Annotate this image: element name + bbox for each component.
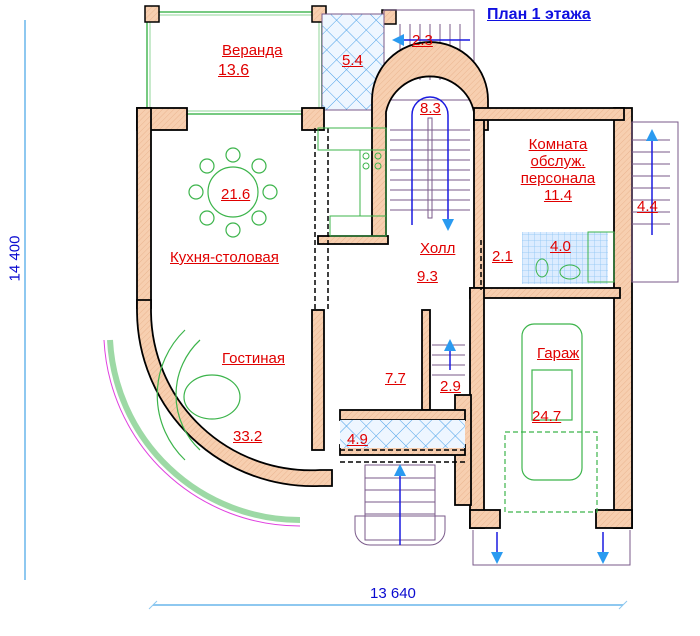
room-label-hall: Холл	[420, 240, 456, 257]
room-area-terrace: 5.4	[342, 52, 363, 69]
living-room-windows	[107, 339, 301, 524]
room-area-vestibule: 4.9	[347, 431, 368, 448]
bathroom-tiles	[522, 232, 608, 284]
room-label-kitchen-dining: Кухня-столовая	[170, 249, 279, 266]
plan-title: План 1 этажа	[487, 6, 591, 23]
room-area-kitchen-dining: 21.6	[221, 186, 251, 203]
room-area-side-steps: 4.4	[637, 198, 658, 215]
living-room-sofa	[156, 329, 241, 461]
room-name-line: обслуж.	[530, 153, 586, 170]
small-stairs	[432, 339, 465, 376]
room-label-staff-room: Комната обслуж. персонала 11.4	[514, 136, 602, 204]
vestibule-tiles	[340, 420, 465, 448]
veranda-area	[144, 5, 397, 115]
garage-car	[504, 323, 598, 513]
room-area-living-room: 33.2	[233, 428, 263, 445]
room-name: Веранда	[222, 42, 283, 59]
room-label-veranda: Веранда	[222, 42, 282, 59]
height-dimension-label: 14 400	[6, 235, 24, 282]
room-area-hall: 9.3	[417, 268, 438, 285]
room-area-utility: 7.7	[385, 370, 406, 387]
room-name-line: Комната	[528, 136, 588, 153]
room-area-entry-steps: 2.3	[412, 32, 433, 49]
front-steps	[354, 464, 446, 546]
room-area-garage: 24.7	[532, 408, 562, 425]
walls	[136, 41, 633, 529]
room-area-corridor: 2.1	[492, 248, 513, 265]
room-area-veranda: 13.6	[218, 62, 250, 79]
room-name-line: персонала	[520, 170, 596, 187]
room-label-living-room: Гостиная	[222, 350, 285, 367]
width-dimension-label: 13 640	[370, 585, 416, 602]
room-area-bathroom: 4.0	[550, 238, 571, 255]
room-area-stair-hall: 8.3	[420, 100, 441, 117]
room-area: 11.4	[543, 187, 573, 204]
main-stairs	[390, 96, 470, 231]
side-steps	[631, 121, 679, 283]
kitchen-counter	[317, 127, 387, 237]
partition-lines	[314, 128, 482, 463]
dining-table	[188, 147, 278, 238]
garage-apron	[472, 530, 631, 566]
room-area-stair-small: 2.9	[440, 378, 461, 395]
dimension-lines	[24, 20, 628, 610]
room-label-garage: Гараж	[537, 345, 580, 362]
